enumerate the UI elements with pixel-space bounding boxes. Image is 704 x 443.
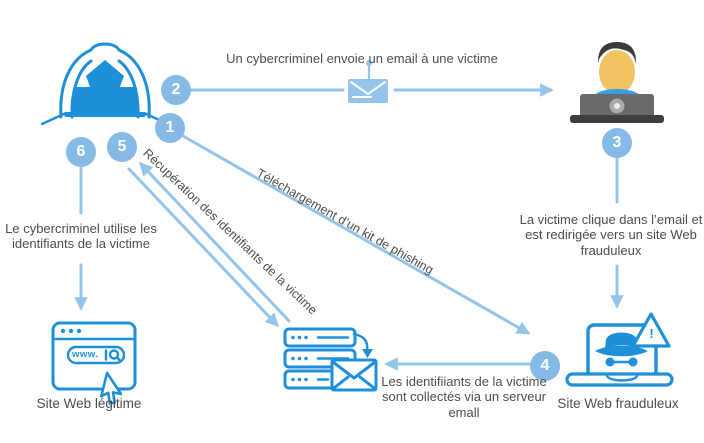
email-hook-icon bbox=[348, 60, 388, 103]
step3-label: La victime clique dans l’email et est re… bbox=[519, 212, 703, 258]
spy-icon bbox=[595, 332, 648, 367]
arrow-credentials-up bbox=[139, 162, 291, 323]
browser-url-text: www. bbox=[72, 349, 99, 360]
arrow-download-kit bbox=[181, 134, 531, 335]
victim-at-laptop-icon bbox=[570, 42, 664, 123]
warning-exclamation: ! bbox=[649, 326, 654, 341]
step-badge-2: 2 bbox=[161, 75, 191, 105]
step-badge-5: 5 bbox=[107, 132, 137, 162]
fraud-site-caption: Site Web frauduleux bbox=[557, 396, 679, 411]
arrow-credentials-down bbox=[127, 167, 279, 327]
step4-label: Les identifiiants de la victime sont col… bbox=[381, 374, 547, 420]
step-badge-1: 1 bbox=[155, 113, 185, 143]
step-badge-3: 3 bbox=[602, 128, 632, 158]
spy-laptop-icon bbox=[565, 312, 674, 387]
browser-window-icon bbox=[51, 321, 137, 405]
step6-label: Le cybercriminel utilise les identifiant… bbox=[5, 221, 157, 252]
server-email-icon bbox=[283, 327, 378, 392]
step-badge-6: 6 bbox=[66, 137, 96, 167]
step2-label: Un cybercriminel envoie un email à une v… bbox=[226, 51, 498, 66]
legit-site-caption: Site Web légitime bbox=[36, 396, 142, 411]
step-badge-4: 4 bbox=[530, 351, 560, 381]
hacker-at-laptop-icon bbox=[40, 42, 170, 126]
warning-triangle-icon bbox=[631, 312, 671, 348]
